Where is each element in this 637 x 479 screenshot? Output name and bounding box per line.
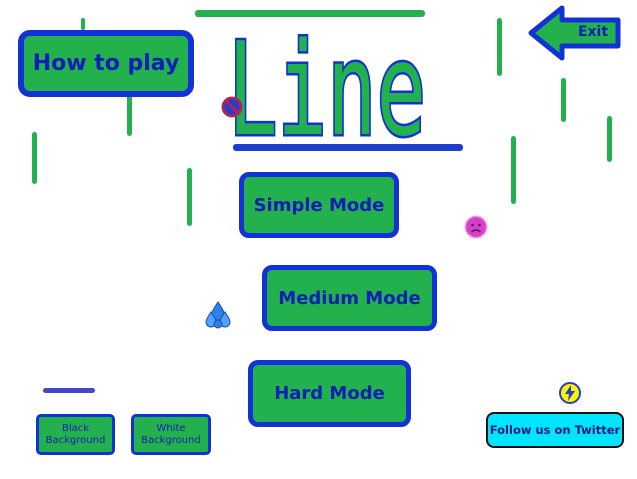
line-segment [195,10,425,17]
white-background-label: White Background [141,422,201,446]
line-segment [497,18,502,76]
frowning-face-icon [464,215,488,239]
white-background-button[interactable]: White Background [131,414,211,455]
line-segment [127,92,132,136]
how-to-play-button[interactable]: How to play [18,30,194,97]
line-segment [561,78,566,122]
exit-label: Exit [577,24,609,40]
title-underline [233,144,463,151]
how-to-play-label: How to play [32,51,180,76]
line-segment [187,168,192,226]
line-segment [32,132,37,184]
medium-mode-button[interactable]: Medium Mode [262,265,437,331]
drop-cluster-icon [205,301,231,329]
simple-mode-label: Simple Mode [253,194,385,216]
left-arrow-icon [528,5,621,61]
svg-text:Line: Line [228,18,426,143]
line-segment [81,18,85,30]
line-segment [511,136,516,204]
medium-mode-label: Medium Mode [278,287,421,309]
crossed-circle-icon [221,96,243,118]
twitter-button[interactable]: Follow us on Twitter [486,412,624,448]
line-segment [43,388,95,393]
simple-mode-button[interactable]: Simple Mode [239,172,399,238]
game-title: Line [226,18,429,143]
exit-button[interactable]: Exit [528,5,622,61]
twitter-label: Follow us on Twitter [489,423,621,437]
hard-mode-button[interactable]: Hard Mode [248,360,411,427]
black-background-button[interactable]: Black Background [36,414,115,455]
line-segment [607,116,612,162]
lightning-bolt-icon [559,382,581,404]
black-background-label: Black Background [45,422,106,446]
hard-mode-label: Hard Mode [274,383,385,404]
